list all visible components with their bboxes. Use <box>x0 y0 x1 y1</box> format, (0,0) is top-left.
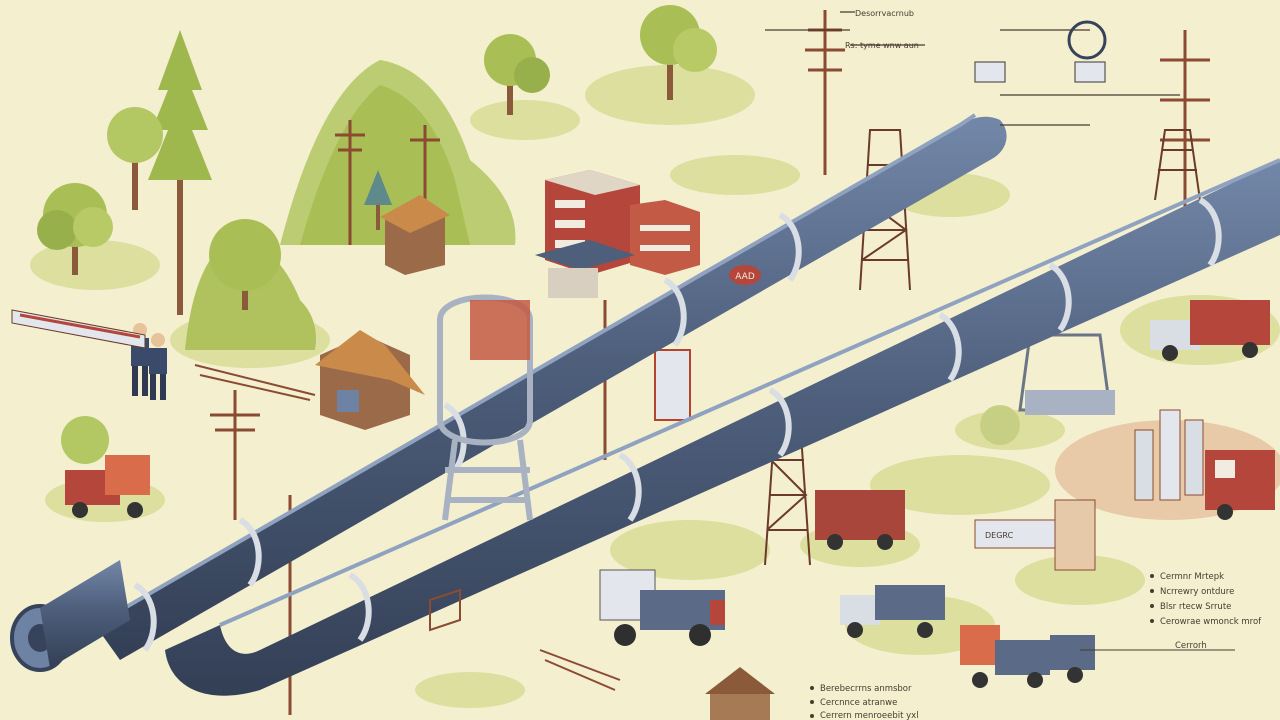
tree <box>640 5 717 100</box>
tree <box>148 30 212 315</box>
legend-bottom-item-2: Cercnnce atranwe <box>820 698 897 708</box>
fences <box>194 364 621 691</box>
truck <box>1205 450 1275 520</box>
truck <box>840 585 945 638</box>
legend-right-bottom: Cerrorh <box>1175 641 1207 651</box>
house <box>380 195 450 275</box>
tree <box>61 416 109 464</box>
truck <box>815 490 905 550</box>
truck <box>599 569 725 646</box>
label-top-2: Rs: tyme wnw aun <box>845 41 919 50</box>
legend-bottom: Berebecrrns anmsbor Cercnnce atranwe Cer… <box>810 684 919 720</box>
house <box>315 330 425 430</box>
tree <box>37 183 113 275</box>
houses <box>315 195 775 720</box>
truck <box>65 455 150 518</box>
truck <box>1150 300 1270 361</box>
pipeline-lower <box>165 158 1280 696</box>
valve-housing <box>470 300 530 360</box>
pipe-marker-label: AAD <box>735 272 755 282</box>
factory-building <box>535 170 700 298</box>
vehicles <box>65 300 1275 688</box>
sign-board-label: DEGRC <box>985 531 1014 540</box>
tree <box>209 219 281 310</box>
tree <box>980 405 1020 445</box>
legend-bottom-item-1: Berebecrrns anmsbor <box>820 684 912 694</box>
tree <box>107 107 163 210</box>
truck <box>960 625 1050 688</box>
legend-bottom-item-3: Cerrern menroeebit yxl <box>820 711 919 720</box>
tree <box>364 170 392 230</box>
trees <box>37 5 1020 464</box>
small-hut <box>705 667 775 720</box>
truck <box>1050 635 1095 683</box>
legend-right-item-3: Blsr rtecw Srrute <box>1160 602 1231 612</box>
tree <box>484 34 550 115</box>
legend-right: Cermnr Mrtepk Ncrrewry ontdure Blsr rtec… <box>1080 572 1262 651</box>
refinery-units <box>654 333 1204 571</box>
pipeline-upper <box>10 113 1007 672</box>
legend-right-item-1: Cermnr Mrtepk <box>1160 572 1224 582</box>
label-top-1: Desorrvacrnub <box>855 9 914 18</box>
legend-right-item-4: Cerowrae wmonck mrof <box>1160 617 1262 627</box>
sign-board: DEGRC <box>974 519 1056 549</box>
billboard <box>11 309 146 349</box>
pipe-marker: AAD <box>729 265 761 285</box>
annotations-top <box>765 11 1180 126</box>
valve-loop <box>437 294 533 521</box>
legend-right-item-2: Ncrrewry ontdure <box>1160 587 1234 597</box>
